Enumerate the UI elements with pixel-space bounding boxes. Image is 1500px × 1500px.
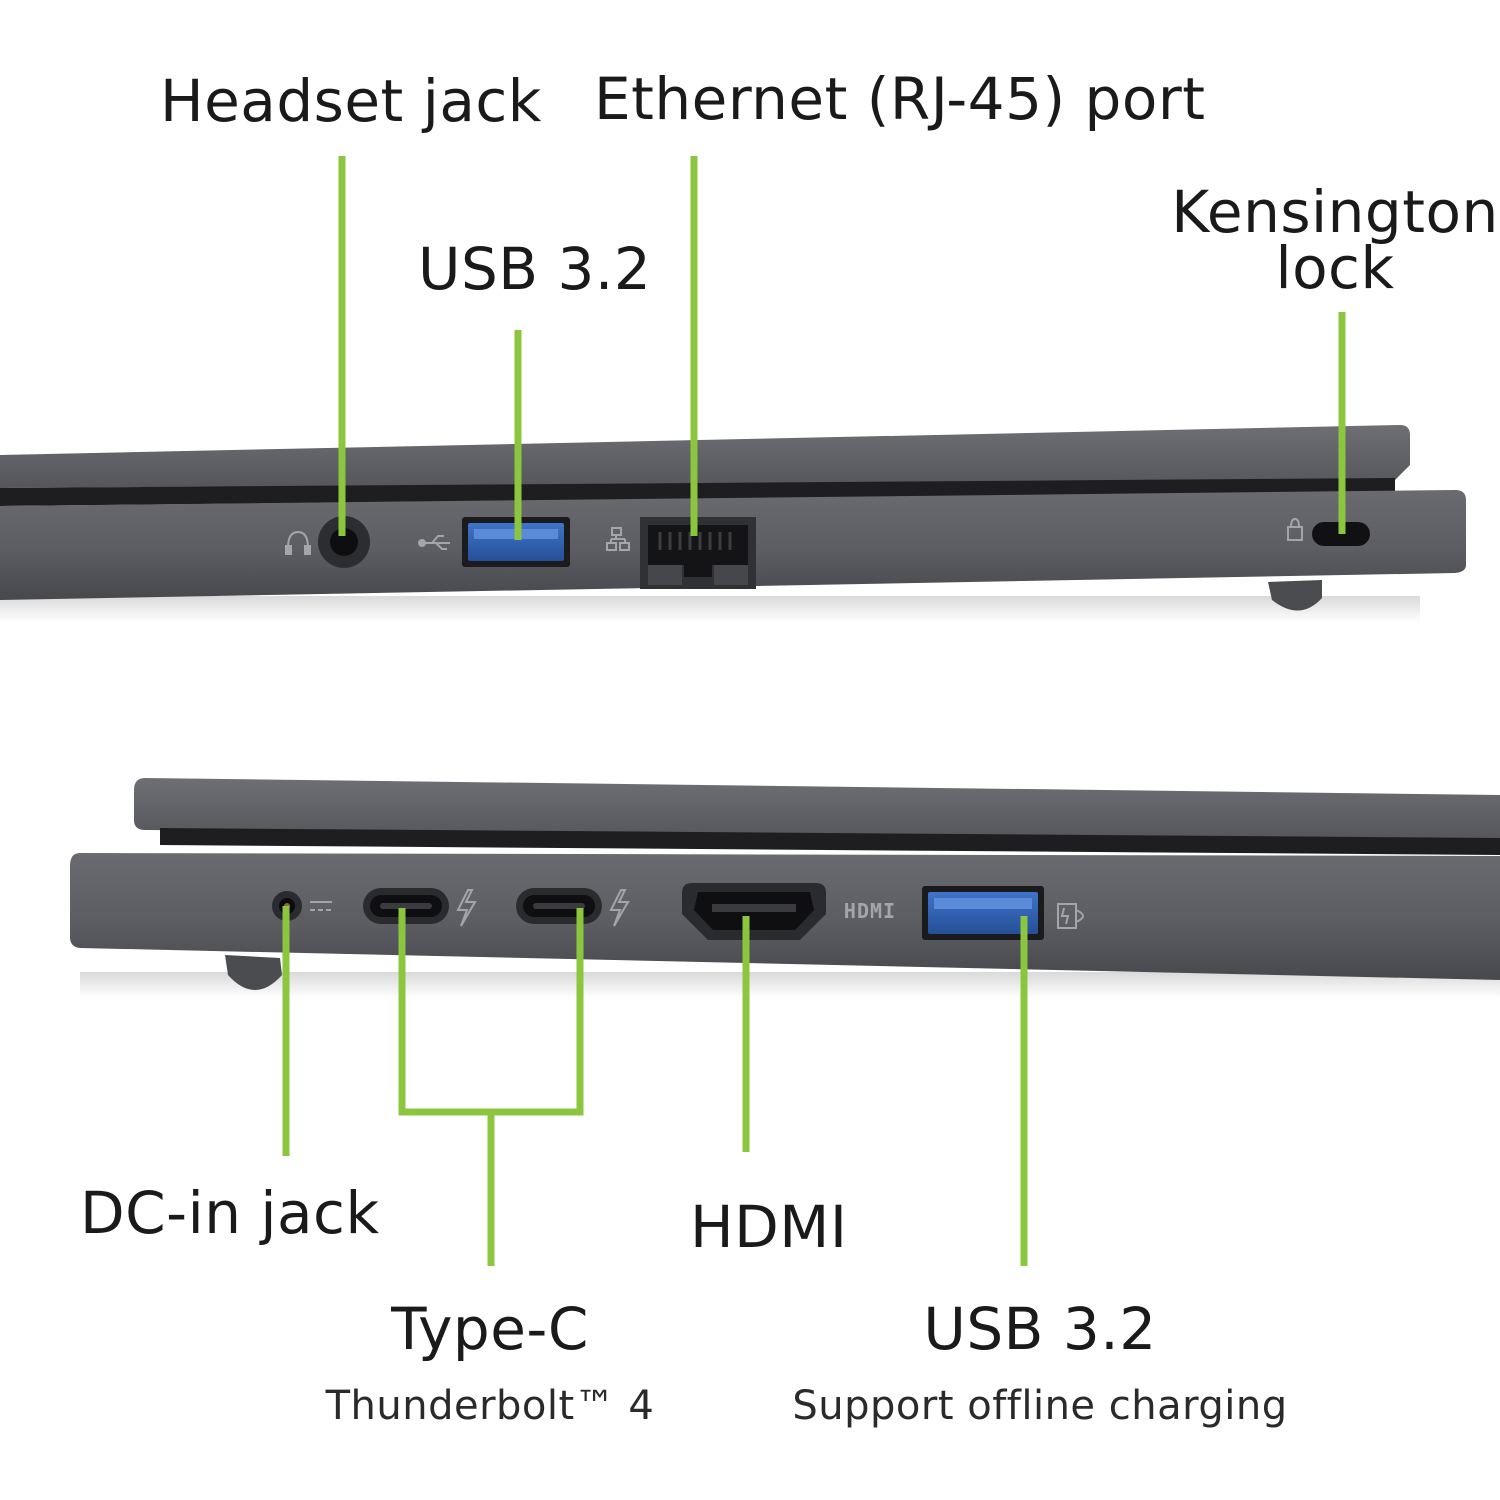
floor-shadow	[0, 596, 1420, 622]
type-c-sub-label: Thunderbolt™ 4	[325, 1383, 655, 1429]
type-c-label: Type-C	[391, 1295, 589, 1363]
usb-icon	[418, 535, 450, 550]
dc-in-jack-label: DC-in jack	[80, 1179, 380, 1247]
thunderbolt-icon-2	[609, 889, 630, 927]
kensington-lock-label: Kensington lock	[1170, 178, 1500, 302]
callout-lines	[282, 156, 1346, 1266]
right-side-view: HDMI	[70, 778, 1500, 998]
headset-jack-label: Headset jack	[160, 67, 542, 135]
kensington-line-1: Kensington	[1171, 178, 1499, 246]
charging-usb-icon	[1057, 903, 1084, 929]
usb-right-sub-label: Support offline charging	[792, 1383, 1288, 1429]
hdmi-logo: HDMI	[844, 899, 896, 923]
callout-type-c	[398, 908, 584, 1266]
lid-2	[134, 778, 1500, 840]
hdmi-label: HDMI	[690, 1193, 848, 1261]
network-icon	[606, 527, 630, 551]
usb-right-label: USB 3.2	[923, 1295, 1157, 1363]
lid	[0, 425, 1410, 488]
rubber-foot-2	[225, 955, 282, 990]
left-side-view	[0, 425, 1466, 622]
thunderbolt-icon	[456, 889, 477, 927]
rubber-foot	[1268, 580, 1322, 611]
headset-icon	[285, 530, 311, 555]
kensington-line-2: lock	[1275, 234, 1395, 302]
usb-left-label: USB 3.2	[418, 235, 652, 303]
dc-power-icon	[310, 901, 332, 911]
lid-gap-2	[160, 828, 1500, 855]
floor-shadow-2	[80, 972, 1500, 998]
ethernet-port-label: Ethernet (RJ-45) port	[594, 65, 1206, 133]
lock-icon	[1287, 517, 1303, 541]
